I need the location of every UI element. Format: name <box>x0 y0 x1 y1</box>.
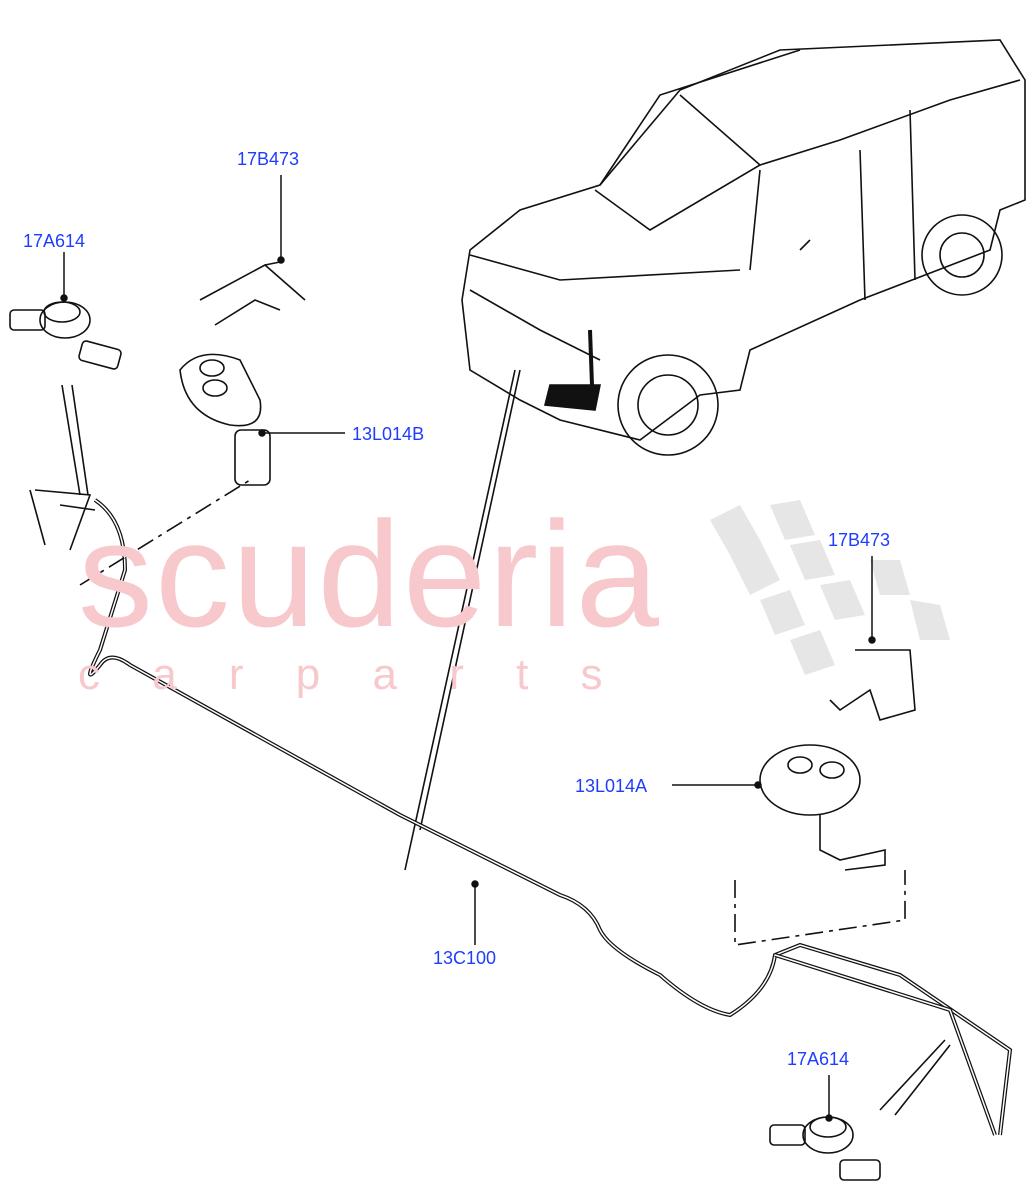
connector-bottom-part <box>769 1116 881 1181</box>
callout-label[interactable]: 13L014B <box>352 424 425 444</box>
callout-label[interactable]: 13C100 <box>433 948 497 968</box>
clip-top-part <box>199 261 306 326</box>
leader-connector-left <box>61 384 89 496</box>
callout-label[interactable]: 17A614 <box>787 1049 850 1069</box>
vehicle-illustration <box>461 39 1026 456</box>
callout-label[interactable]: 13L014A <box>575 776 648 796</box>
callout-label[interactable]: 17A614 <box>23 231 86 251</box>
watermark-brand: scuderia <box>78 490 661 658</box>
leader-connector-bottom <box>879 1039 951 1116</box>
washer-hose <box>88 498 1013 1136</box>
callout-leaders <box>60 175 876 1122</box>
jet-right-part <box>759 744 886 871</box>
callout-label[interactable]: 17B473 <box>237 149 300 169</box>
clip-right-part <box>829 649 916 721</box>
watermark-flag <box>710 500 950 675</box>
jet-left-part <box>179 353 271 486</box>
callout-label[interactable]: 17B473 <box>828 530 891 550</box>
centerline-right <box>734 870 906 946</box>
connector-top-left-part <box>9 301 122 370</box>
vehicle-leader <box>404 369 521 871</box>
hose-clip-left <box>29 489 96 551</box>
watermark-tagline: c a r p a r t s <box>78 650 623 699</box>
